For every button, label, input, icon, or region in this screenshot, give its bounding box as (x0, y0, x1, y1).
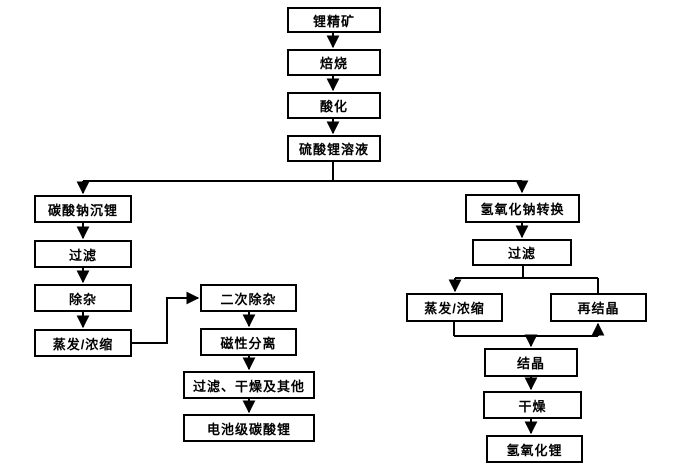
node-evaporation-concentration-right: 蒸发/浓缩 (406, 293, 503, 322)
node-crystallization: 结晶 (484, 348, 578, 377)
node-drying: 干燥 (483, 391, 582, 419)
node-lithium-sulfate-solution: 硫酸锂溶液 (287, 135, 381, 162)
node-filtration-left: 过滤 (34, 240, 132, 268)
node-magnetic-separation: 磁性分离 (200, 328, 297, 356)
node-lithium-hydroxide: 氢氧化锂 (486, 435, 583, 463)
node-lithium-concentrate: 锂精矿 (287, 7, 381, 33)
node-filtration-drying-others: 过滤、干燥及其他 (183, 371, 315, 399)
node-filtration-right: 过滤 (472, 239, 572, 266)
node-secondary-impurity-removal: 二次除杂 (200, 284, 297, 312)
node-battery-grade-lithium-carbonate: 电池级碳酸锂 (183, 414, 315, 442)
node-acidification: 酸化 (287, 92, 381, 119)
node-recrystallization: 再结晶 (550, 293, 647, 322)
node-roasting: 焙烧 (287, 49, 381, 76)
node-sodium-carbonate-precipitation: 碳酸钠沉锂 (34, 195, 132, 223)
node-impurity-removal: 除杂 (34, 284, 132, 312)
node-evaporation-concentration-left: 蒸发/浓缩 (34, 329, 132, 357)
node-sodium-hydroxide-conversion: 氢氧化钠转换 (465, 194, 580, 223)
